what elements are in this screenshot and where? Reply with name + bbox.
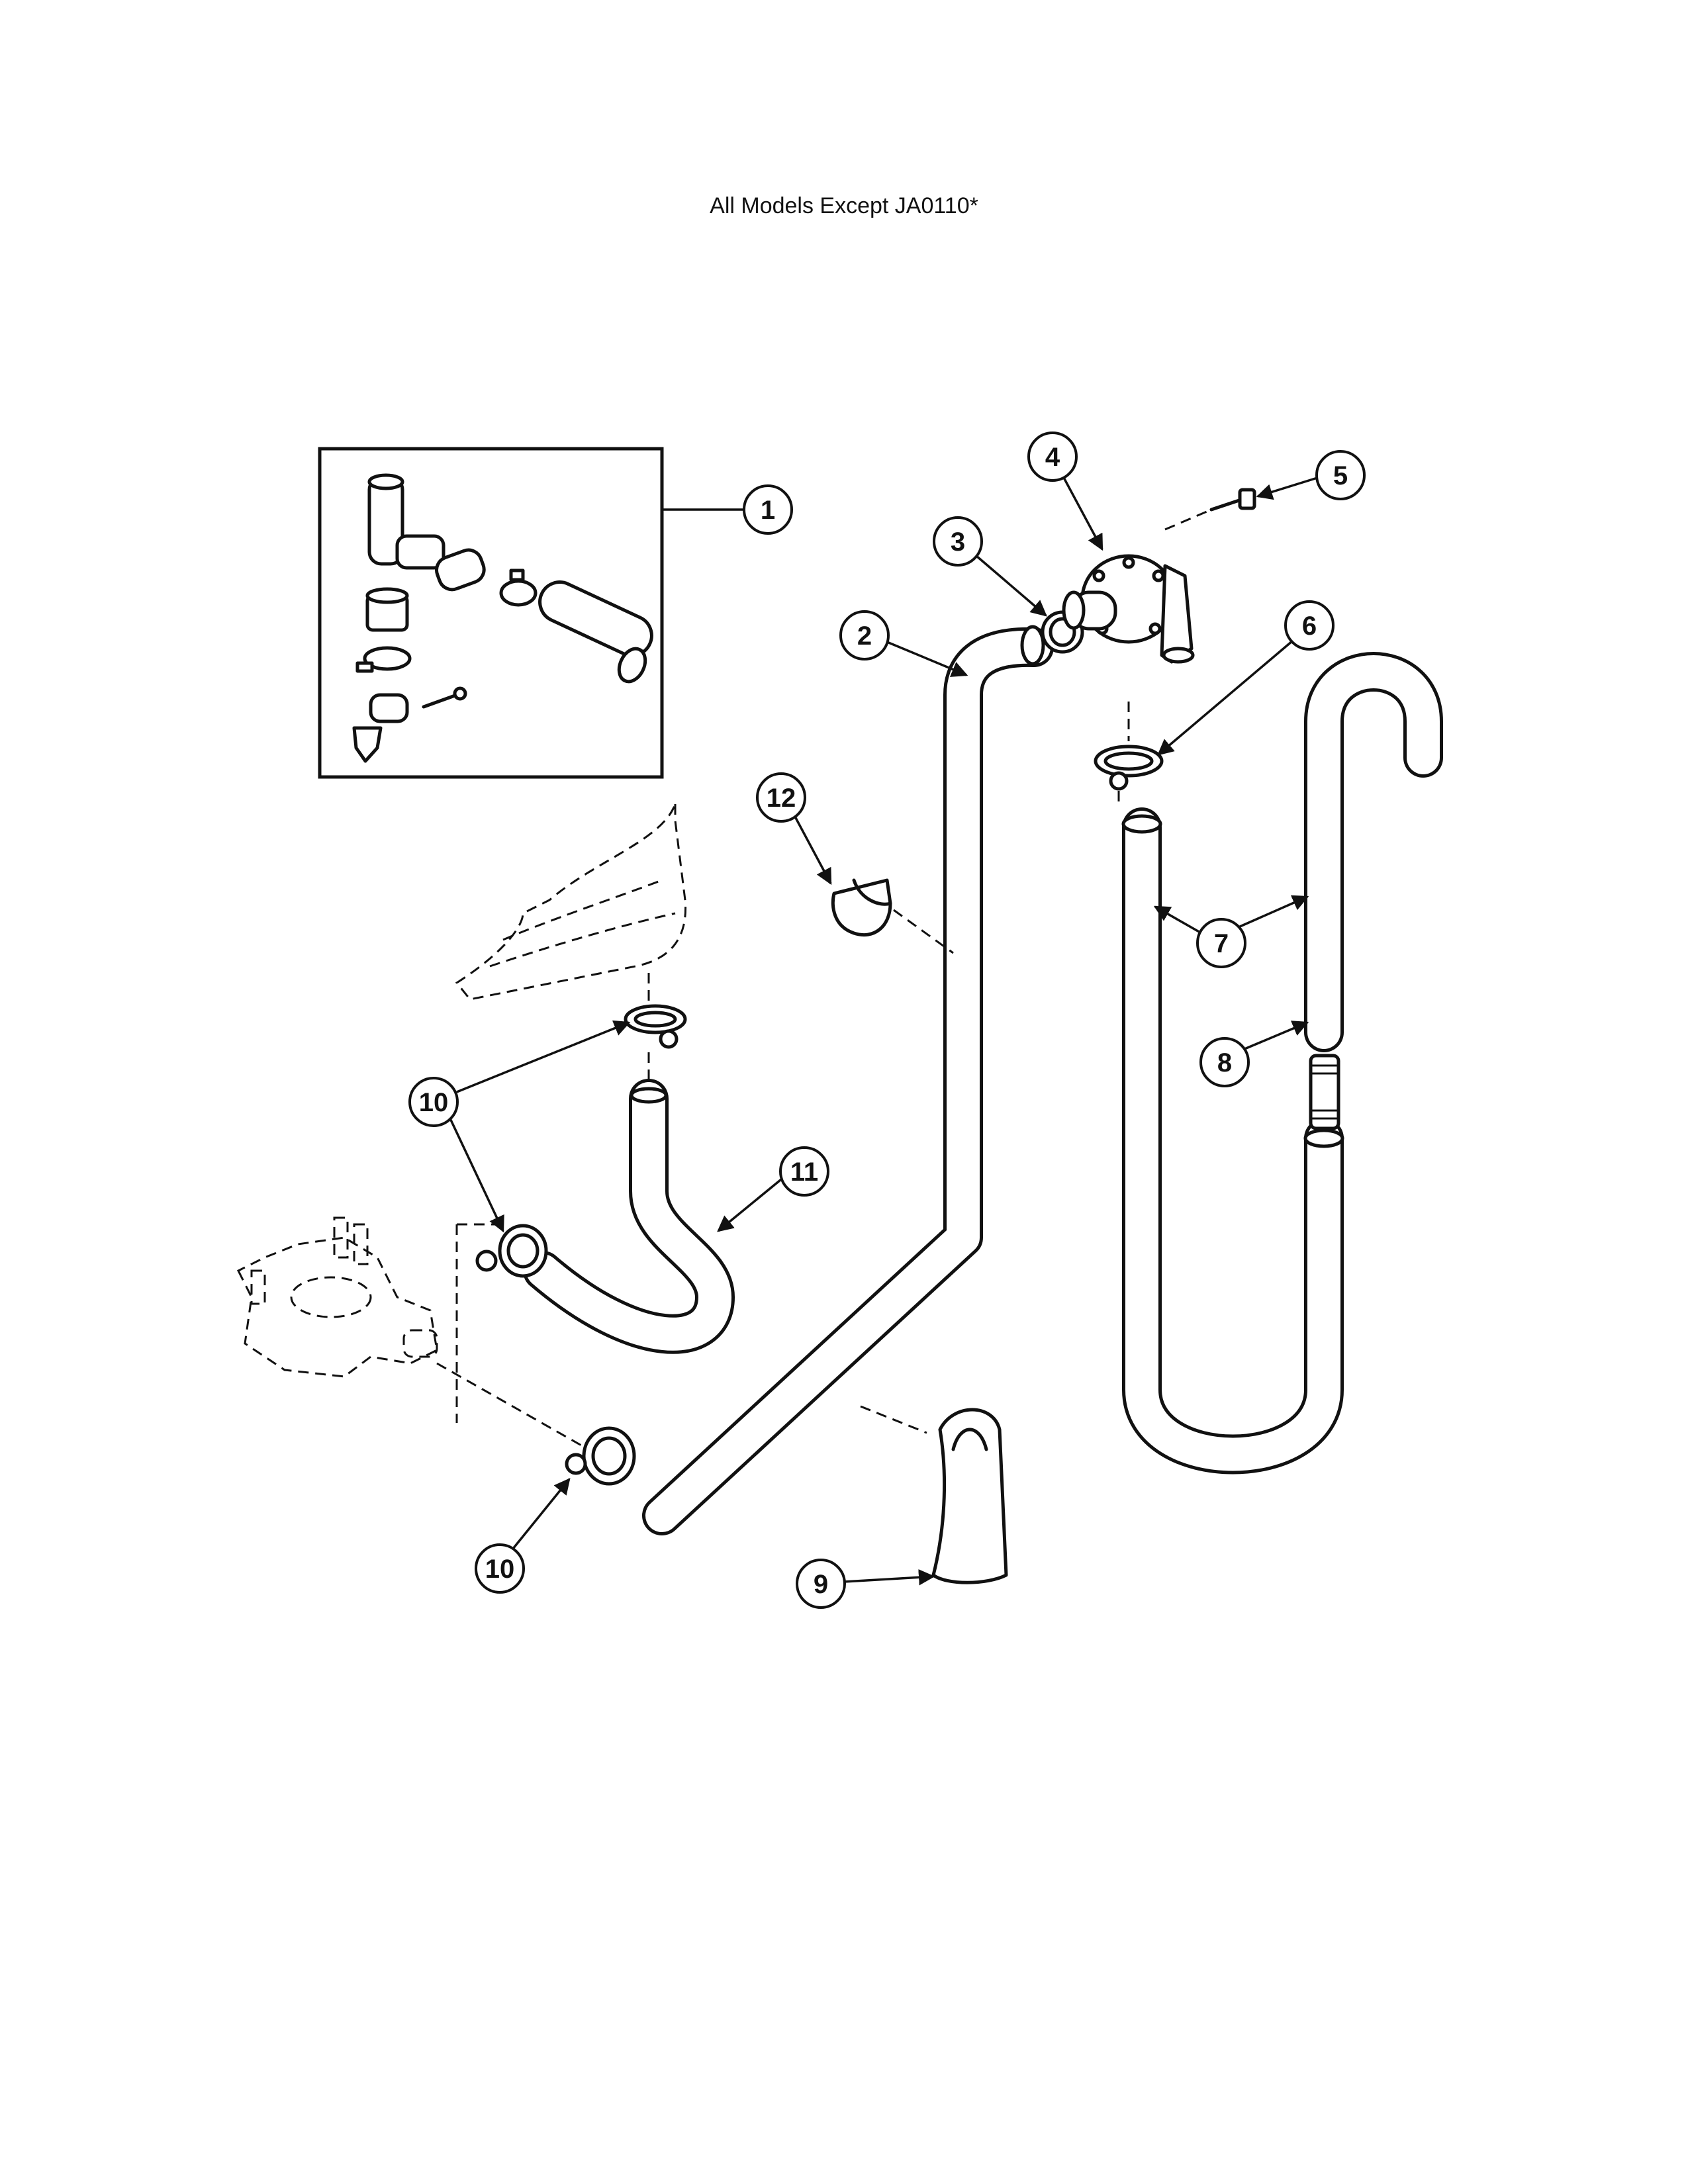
callout-3: 3	[933, 516, 1047, 617]
callout-label-1: 1	[761, 496, 775, 525]
part-12-clip	[831, 878, 954, 954]
callout-9: 9	[796, 1559, 935, 1609]
part-10-clamp-middle	[475, 1224, 548, 1278]
part-4-fitting	[1062, 554, 1195, 664]
tub-section-dashed	[455, 803, 687, 1001]
callout-1: 1	[662, 484, 793, 535]
callout-10-lower: 10	[475, 1478, 571, 1594]
callout-2: 2	[839, 610, 968, 677]
callout-label-4: 4	[1045, 443, 1060, 472]
part-1-kit-box	[318, 447, 664, 779]
callout-8: 8	[1199, 1021, 1309, 1087]
diagram-title: All Models Except JA0110*	[710, 193, 978, 218]
part-11-hose	[523, 1079, 735, 1354]
part-5-screw	[1164, 488, 1256, 531]
part-8-connector	[1309, 1054, 1340, 1130]
callout-label-7: 7	[1214, 929, 1229, 958]
part-9-holder	[860, 1405, 1008, 1584]
callout-label-10-upper: 10	[419, 1088, 449, 1117]
callout-label-3: 3	[951, 527, 965, 557]
callout-label-2: 2	[857, 621, 872, 651]
callout-11: 11	[717, 1146, 829, 1232]
part-6-clamp	[1094, 702, 1164, 804]
callout-label-9: 9	[814, 1570, 828, 1599]
pump-dashed	[236, 1216, 583, 1447]
part-10-clamp-lower	[565, 1426, 636, 1486]
part-10-clamp-upper	[624, 973, 687, 1085]
callout-label-6: 6	[1302, 612, 1317, 641]
callout-label-10-lower: 10	[485, 1555, 515, 1584]
callout-label-11: 11	[790, 1158, 818, 1187]
callout-4: 4	[1027, 432, 1103, 551]
callout-label-12: 12	[767, 784, 796, 813]
callout-label-5: 5	[1333, 461, 1348, 490]
callout-5: 5	[1256, 450, 1366, 500]
part-7-hose	[1121, 652, 1443, 1475]
callout-6: 6	[1157, 600, 1335, 756]
callout-10-upper: 10	[408, 1020, 631, 1233]
callout-12: 12	[756, 772, 832, 886]
callout-label-8: 8	[1217, 1048, 1232, 1077]
callout-7: 7	[1153, 895, 1309, 968]
